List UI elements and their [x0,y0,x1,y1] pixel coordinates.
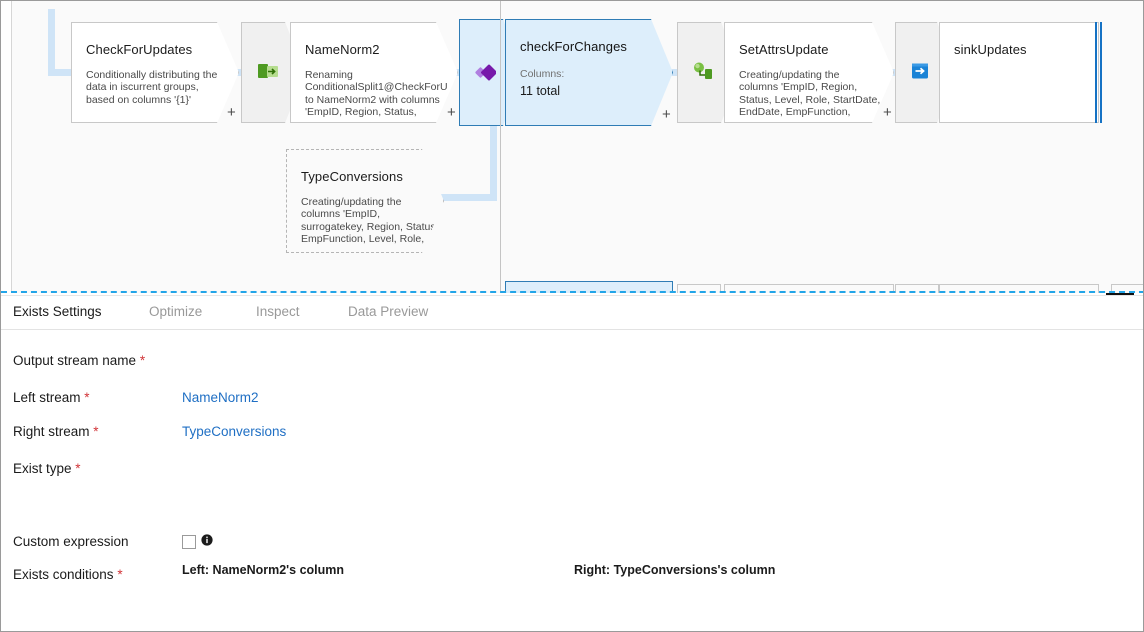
left-stream-label: Left stream * [13,390,90,405]
exists-conditions-right-header: Right: TypeConversions's column [574,563,776,577]
node-stub-port-a[interactable] [677,284,721,293]
right-stream-label: Right stream * [13,424,99,439]
pipe-typeconversions-vertical [490,76,497,201]
tab-inspect[interactable]: Inspect [256,304,300,319]
exist-type-label-text: Exist type [13,461,72,476]
settings-panel: Exists Settings Optimize Inspect Data Pr… [1,295,1143,631]
custom-expression-checkbox[interactable] [182,535,196,549]
sink-accent-bar-2 [1100,22,1102,123]
required-marker: * [117,567,123,582]
node-title: checkForChanges [520,39,627,54]
node-stub-sinkupdates[interactable] [939,284,1099,293]
select-icon [258,64,278,78]
node-checkforupdates[interactable]: CheckForUpdates Conditionally distributi… [71,22,239,123]
right-stream-label-text: Right stream [13,424,90,439]
sink-accent-bar-1 [1095,22,1097,123]
node-typeconversions[interactable]: TypeConversions Creating/updating the co… [286,149,444,253]
output-stream-name-label: Output stream name * [13,353,145,368]
right-stream-value[interactable]: TypeConversions [182,424,287,439]
required-marker: * [93,424,99,439]
node-title: TypeConversions [301,169,403,184]
node-setattrsupdate[interactable]: SetAttrsUpdate Creating/updating the col… [724,22,894,123]
exists-conditions-label-text: Exists conditions [13,567,114,582]
required-marker: * [84,390,90,405]
node-stub-checkforchanges[interactable] [505,281,673,293]
required-marker: * [139,353,146,368]
left-stream-value[interactable]: NameNorm2 [182,390,259,405]
node-stub-port-b[interactable] [895,284,939,293]
exists-conditions-left-header: Left: NameNorm2's column [182,563,345,577]
node-title: NameNorm2 [305,42,380,57]
left-stream-label-text: Left stream [13,390,81,405]
output-stream-name-label-text: Output stream name [13,353,137,368]
node-add-branch-checkforupdates[interactable]: + [227,104,236,121]
canvas-left-rail [1,1,12,293]
node-description: Conditionally distributing the data in i… [86,69,218,106]
node-add-branch-namenorm2[interactable]: + [447,104,456,121]
required-marker: * [75,461,81,476]
panel-splitter[interactable] [1,291,1143,295]
info-icon[interactable] [201,534,213,546]
node-sinkupdates[interactable]: sinkUpdates [939,22,1099,123]
node-description: Creating/updating the columns 'EmpID, Re… [739,69,881,119]
node-description: Renaming ConditionalSplit1@CheckForUpdat… [305,69,447,119]
exists-icon [475,64,496,81]
node-title: SetAttrsUpdate [739,42,829,57]
exists-conditions-label: Exists conditions * [13,567,123,582]
node-title: CheckForUpdates [86,42,193,57]
custom-expression-label: Custom expression [13,534,129,549]
node-add-branch-setattrsupdate[interactable]: + [883,104,892,121]
node-namenorm2[interactable]: NameNorm2 Renaming ConditionalSplit1@Che… [290,22,458,123]
tab-exists-settings[interactable]: Exists Settings [13,304,102,319]
canvas-column-divider [500,1,501,293]
node-add-branch-checkforchanges[interactable]: + [662,106,671,123]
node-checkforchanges[interactable]: checkForChanges Columns: 11 total [505,19,673,126]
settings-tabbar: Exists Settings Optimize Inspect Data Pr… [1,296,1143,330]
pipe-source-horizontal [48,69,88,76]
tab-optimize[interactable]: Optimize [149,304,203,319]
exist-type-label: Exist type * [13,461,81,476]
sink-icon [912,63,928,79]
node-description: Creating/updating the columns 'EmpID, su… [301,196,439,246]
node-columns-value: 11 total [520,84,561,98]
tab-data-preview[interactable]: Data Preview [348,304,429,319]
node-stub-setattrsupdate[interactable] [724,284,894,293]
node-title: sinkUpdates [954,42,1027,57]
node-stub-extra[interactable] [1111,284,1143,293]
pipe-source-to-checkforupdates [48,9,55,75]
pipe-typeconversions-horizontal [441,194,496,201]
derive-icon [694,62,712,79]
data-flow-canvas[interactable]: CheckForUpdates Conditionally distributi… [1,1,1143,293]
node-columns-label: Columns: [520,68,565,80]
